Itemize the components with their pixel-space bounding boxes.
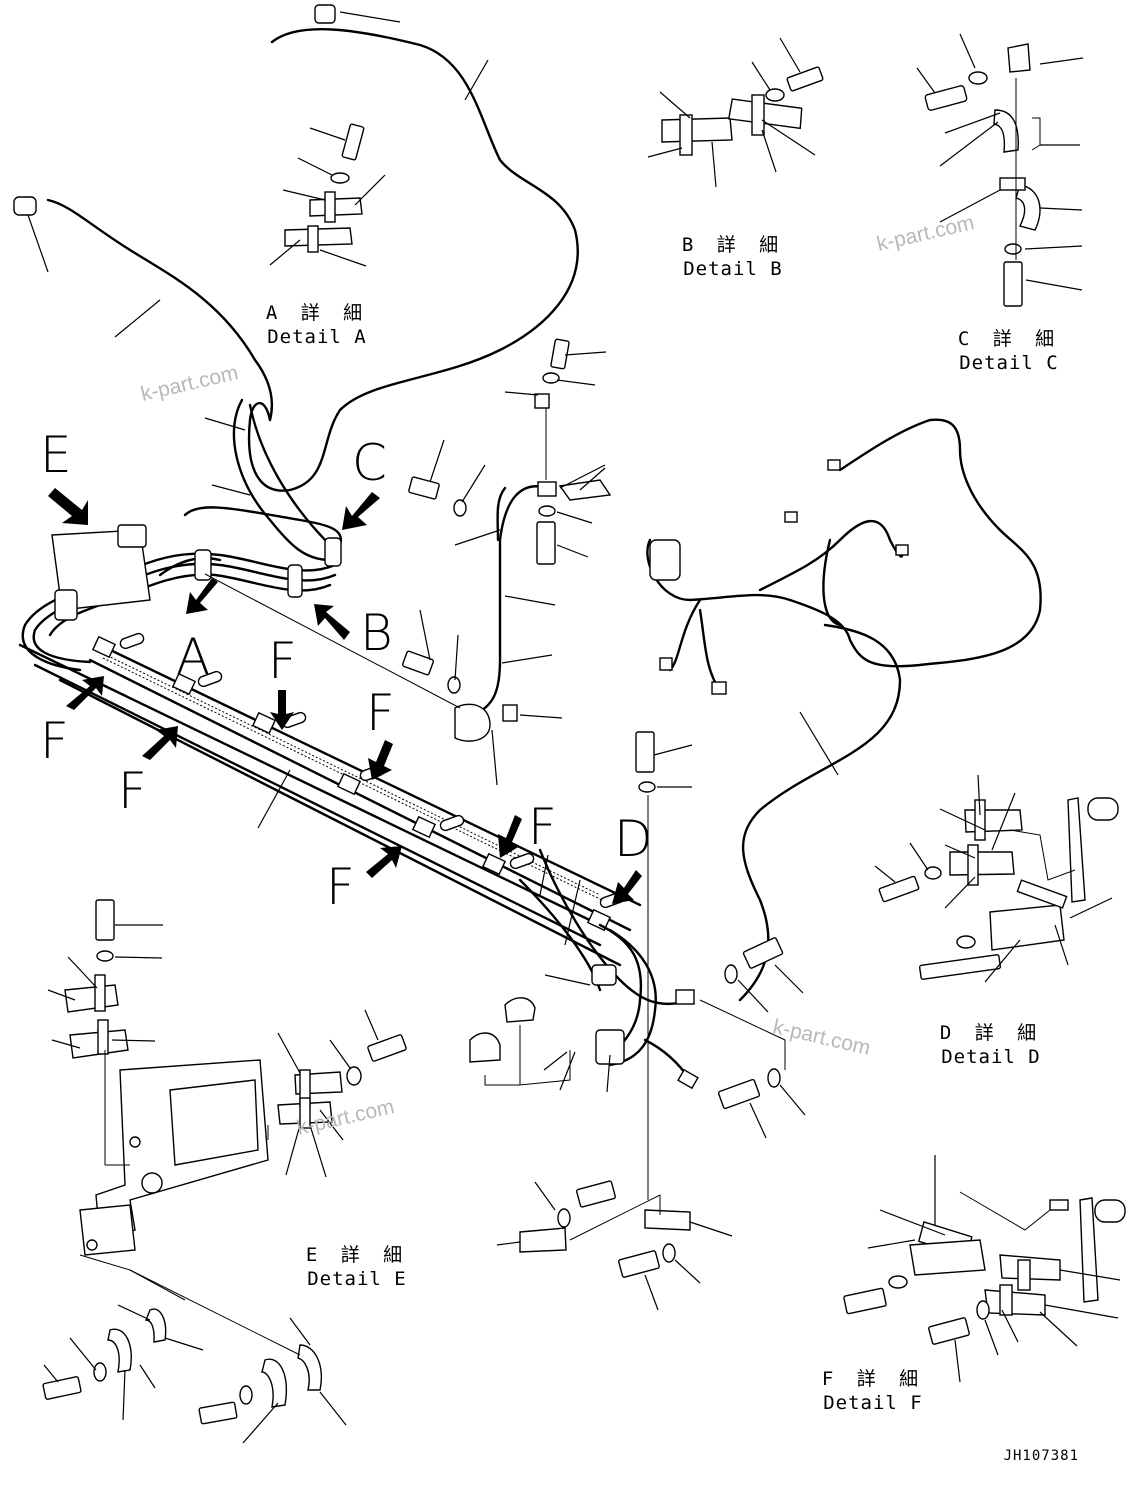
detail-b-en: Detail B [683, 257, 783, 280]
view-letter-a: A [176, 628, 211, 686]
view-letter-f: F [118, 762, 147, 820]
detail-a-en: Detail A [267, 325, 367, 348]
view-letter-f: F [40, 712, 69, 770]
detail-a-jp: A 詳 細 [265, 302, 369, 324]
view-arrow-d-icon [612, 870, 642, 904]
detail-f-en: Detail F [823, 1391, 923, 1414]
view-letter-b: B [360, 604, 393, 662]
view-letter-d: D [614, 810, 653, 868]
view-letter-e: E [40, 426, 72, 484]
main-harness [18, 398, 699, 1090]
clip-row [91, 632, 625, 932]
view-arrow-f-icon [368, 740, 393, 780]
right-harness [635, 418, 1042, 1200]
view-arrow-a-icon [186, 578, 218, 614]
detail-d-caption: D 詳 細 Detail D [936, 1022, 1046, 1070]
detail-f-drawing [843, 1155, 1126, 1383]
detail-c-caption: C 詳 細 Detail C [954, 328, 1064, 376]
view-letter-f: F [366, 684, 395, 742]
connector-icon [13, 196, 37, 216]
view-arrow-e-icon [48, 488, 88, 525]
detail-a-caption: A 詳 細 Detail A [262, 302, 372, 350]
view-letter-f: F [528, 798, 557, 856]
view-letter-f: F [268, 632, 297, 690]
view-arrows [48, 488, 642, 904]
detail-b-drawing [647, 37, 824, 188]
detail-d-en: Detail D [941, 1045, 1041, 1068]
detail-e-en: Detail E [307, 1267, 407, 1290]
detail-d-drawing [874, 774, 1119, 983]
detail-a-drawing [13, 4, 579, 492]
drawing-code: JH107381 [1003, 1448, 1079, 1464]
view-arrow-f-icon [366, 846, 402, 878]
detail-b-jp: B 詳 細 [681, 234, 785, 256]
view-letter-f: F [326, 858, 355, 916]
view-letter-c: C [352, 434, 387, 492]
main-leaders [204, 417, 591, 986]
view-arrow-f-icon [66, 676, 104, 710]
detail-c-jp: C 詳 細 [957, 328, 1061, 350]
middle-harness [204, 338, 612, 786]
detail-f-caption: F 詳 細 Detail F [818, 1368, 928, 1416]
detail-bottom-middle-drawing [469, 937, 806, 1311]
view-arrow-c-icon [342, 492, 380, 530]
detail-d-jp: D 詳 細 [939, 1022, 1043, 1044]
detail-c-drawing [916, 33, 1084, 307]
detail-e-jp: E 詳 細 [305, 1244, 409, 1266]
detail-f-jp: F 詳 細 [821, 1368, 925, 1390]
detail-e-drawing [42, 899, 407, 1444]
detail-b-caption: B 詳 細 Detail B [678, 234, 788, 282]
view-arrow-f-icon [498, 815, 522, 858]
detail-c-en: Detail C [959, 351, 1059, 374]
detail-a-clip-assembly [284, 123, 365, 253]
view-arrow-b-icon [314, 604, 350, 640]
view-arrow-f-icon [270, 690, 294, 730]
detail-e-caption: E 詳 細 Detail E [302, 1244, 412, 1292]
connector-icon [314, 4, 336, 24]
view-arrow-f-icon [142, 726, 178, 760]
